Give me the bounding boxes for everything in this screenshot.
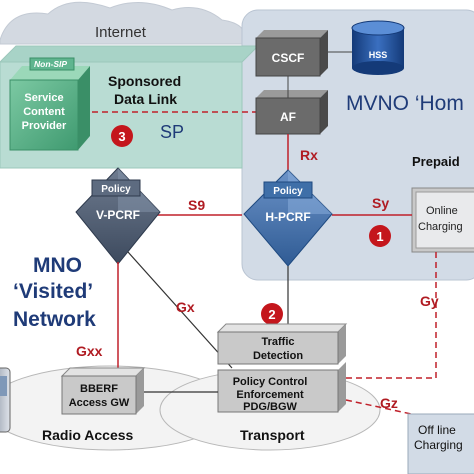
h-policy-label: Policy <box>273 186 303 197</box>
mobile-phone-icon <box>0 367 11 433</box>
mvno-home-label: MVNO ‘Hom <box>346 92 464 115</box>
gx-link <box>127 251 233 369</box>
hss-database-icon: HSS <box>351 20 405 75</box>
af-label: AF <box>280 110 296 124</box>
sponsored-label-line1: Sponsored <box>108 73 181 89</box>
scp-label-line3: Provider <box>22 120 67 132</box>
gy-link <box>346 252 437 379</box>
hss-label: HSS <box>369 50 388 60</box>
badge-3-label: 3 <box>118 129 125 144</box>
offline-charging-node: Off line Charging <box>407 413 474 474</box>
bberf-line2: Access GW <box>69 397 130 409</box>
v-policy-label: Policy <box>101 184 131 195</box>
offline-charging-line1: Off line <box>418 423 456 437</box>
bberf-node: BBERF Access GW <box>60 367 146 415</box>
prepaid-label: Prepaid <box>412 154 460 169</box>
rx-label: Rx <box>300 147 318 163</box>
transport-label: Transport <box>240 427 305 443</box>
traffic-detection-line1: Traffic <box>261 336 294 348</box>
gxx-label: Gxx <box>76 343 103 359</box>
service-content-provider-node: Non-SIP Service Content Provider <box>9 57 90 151</box>
badge-2-label: 2 <box>268 307 275 322</box>
cscf-node: CSCF <box>255 30 328 77</box>
af-node: AF <box>255 90 328 135</box>
v-pcrf-label: V-PCRF <box>96 208 140 222</box>
internet-label: Internet <box>95 24 147 41</box>
mno-label-line2: ‘Visited’ <box>13 280 93 303</box>
badge-3: 3 <box>111 125 133 147</box>
sponsored-label-line2: Data Link <box>114 91 177 107</box>
v-pcrf-node: Policy V-PCRF <box>75 167 161 265</box>
offline-charging-line2: Charging <box>414 438 463 452</box>
badge-1-label: 1 <box>376 229 383 244</box>
s9-label: S9 <box>188 197 205 213</box>
badge-2: 2 <box>261 303 283 325</box>
gy-label: Gy <box>420 293 439 309</box>
pcef-line2: Enforcement <box>236 389 304 401</box>
gx-label: Gx <box>176 299 195 315</box>
bberf-line1: BBERF <box>80 383 118 395</box>
traffic-detection-node: Traffic Detection <box>216 323 348 365</box>
scp-label-line1: Service <box>24 92 63 104</box>
h-pcrf-label: H-PCRF <box>265 210 310 224</box>
online-charging-line1: Online <box>426 205 458 217</box>
scp-label-line2: Content <box>23 106 65 118</box>
traffic-detection-line2: Detection <box>253 350 303 362</box>
mno-label-line1: MNO <box>33 254 82 277</box>
pcef-node: Policy Control Enforcement PDG/BGW <box>217 362 346 413</box>
pcef-line1: Policy Control <box>233 376 308 388</box>
sy-label: Sy <box>372 195 389 211</box>
online-charging-node: Online Charging <box>411 187 474 253</box>
radio-access-label: Radio Access <box>42 427 134 443</box>
internet-cloud: Internet <box>0 1 246 45</box>
mno-label-line3: Network <box>13 308 96 331</box>
sp-label: SP <box>160 122 184 142</box>
online-charging-line2: Charging <box>418 221 463 233</box>
gz-label: Gz <box>380 395 398 411</box>
cscf-label: CSCF <box>272 51 305 65</box>
pcef-line3: PDG/BGW <box>243 401 297 413</box>
badge-1: 1 <box>369 225 391 247</box>
non-sip-label: Non-SIP <box>34 59 67 69</box>
